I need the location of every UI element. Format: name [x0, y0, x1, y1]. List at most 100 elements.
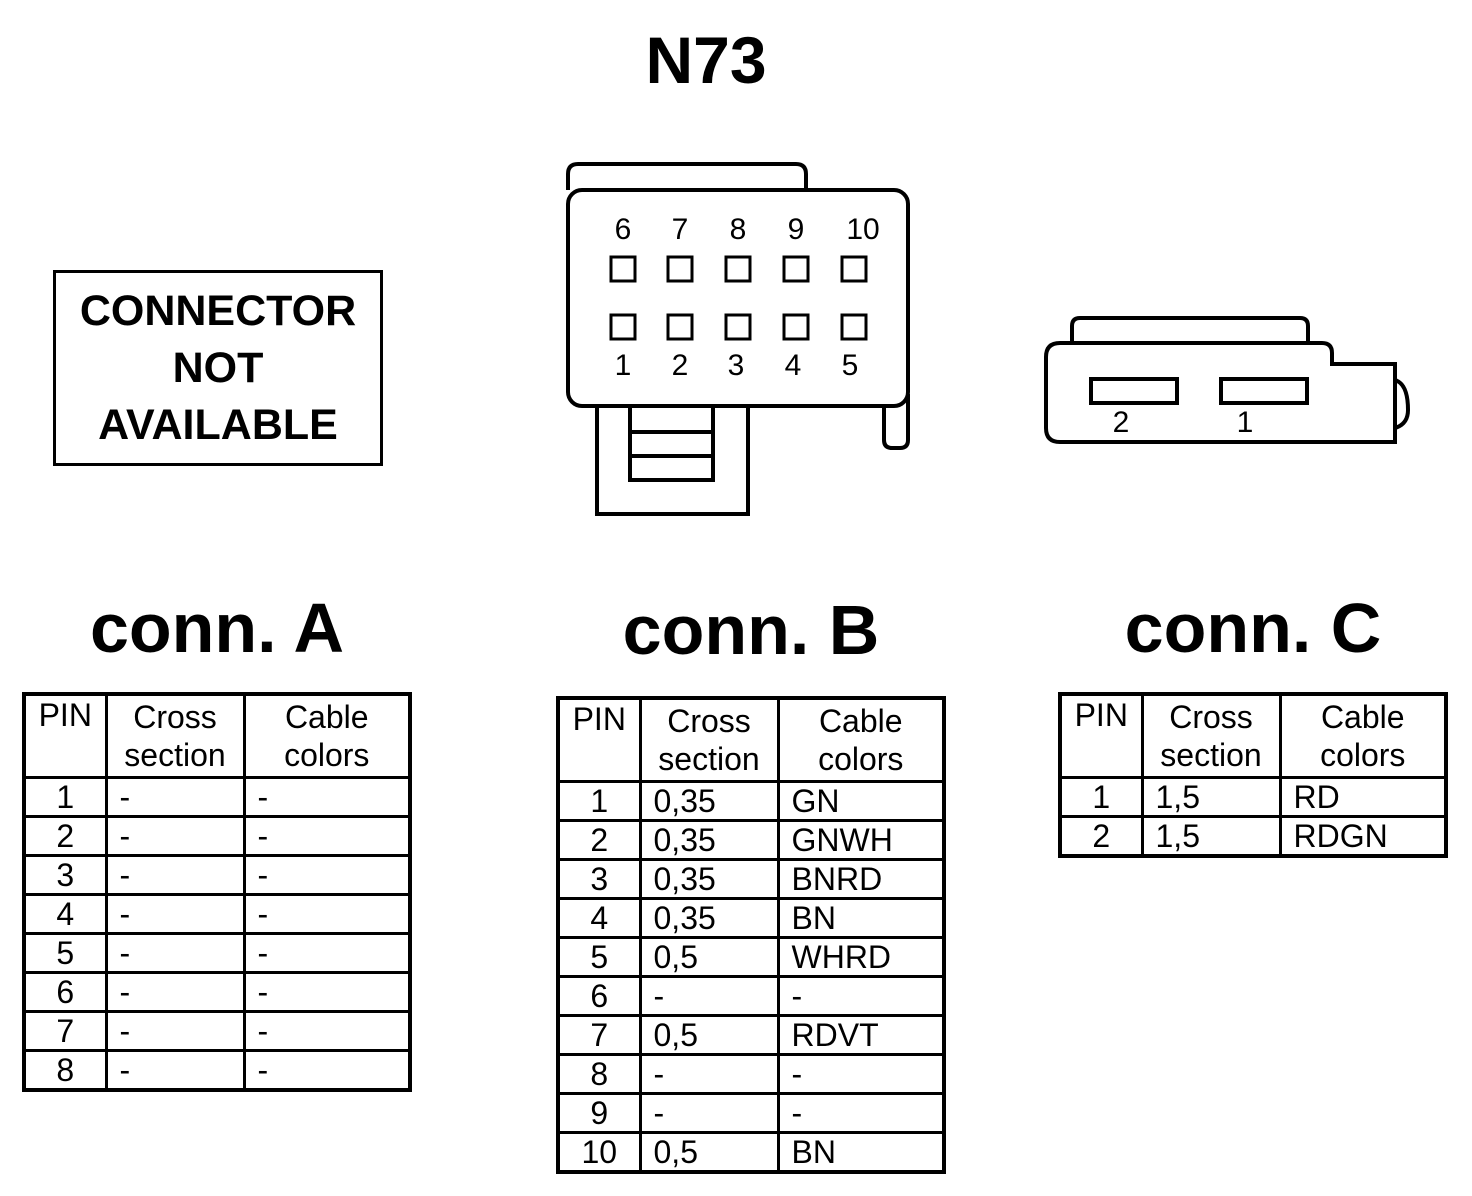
- connector-c-latch-top: [1070, 316, 1310, 343]
- cable-color-cell: -: [242, 893, 412, 935]
- cable-color-cell: -: [242, 815, 412, 857]
- pin-label-9: 9: [788, 213, 805, 246]
- header-cable-colors-line: Cable: [1320, 699, 1405, 735]
- cable-color-cell: -: [776, 1092, 946, 1134]
- cross-section-cell: -: [104, 893, 246, 935]
- pin-cell: 9: [556, 1092, 642, 1134]
- cavity-5: [840, 313, 868, 341]
- cable-color-cell: -: [776, 975, 946, 1017]
- pin-label-7: 7: [672, 213, 689, 246]
- pin-cell: 5: [22, 932, 108, 974]
- table-row: 3--: [22, 854, 412, 896]
- connector-c-side-bump: [1394, 378, 1411, 430]
- c-pin-label-2: 2: [1113, 406, 1130, 439]
- cavity-4: [782, 313, 810, 341]
- connector-c-pin-labels: 2 1: [1113, 406, 1254, 439]
- cable-color-cell: BN: [776, 1131, 946, 1174]
- header-cable-colors-line: colors: [818, 741, 904, 777]
- table-row: 8--: [556, 1053, 946, 1095]
- cable-color-cell: -: [242, 971, 412, 1013]
- header-pin: PIN: [1058, 692, 1144, 779]
- pin-cell: 1: [556, 780, 642, 822]
- conn-c-title: conn. C: [1124, 589, 1382, 667]
- connector-b-pin-labels: 6 7 8 9 10 1 2 3 4 5: [615, 213, 880, 382]
- pin-cell: 2: [556, 819, 642, 861]
- connector-b-cavities: [609, 255, 868, 341]
- na-line-3: AVAILABLE: [98, 400, 338, 449]
- pin-label-8: 8: [730, 213, 747, 246]
- na-line-2: NOT: [172, 343, 264, 392]
- c-pin-label-1: 1: [1237, 406, 1254, 439]
- cross-section-cell: 0,35: [638, 858, 780, 900]
- header-cross-section-line: section: [124, 737, 226, 773]
- header-pin-line: PIN: [1074, 697, 1128, 733]
- pin-cell: 6: [556, 975, 642, 1017]
- header-pin: PIN: [556, 696, 642, 783]
- pin-label-3: 3: [728, 349, 745, 382]
- cavity-10: [840, 255, 868, 283]
- header-cross-section-line: Cross: [1169, 699, 1253, 735]
- pin-cell: 3: [556, 858, 642, 900]
- pin-cell: 2: [22, 815, 108, 857]
- cable-color-cell: -: [776, 1053, 946, 1095]
- cross-section-cell: -: [638, 975, 780, 1017]
- pin-label-10: 10: [846, 213, 879, 246]
- cavity-7: [666, 255, 694, 283]
- header-cable-colors-line: Cable: [818, 703, 903, 739]
- cross-section-cell: 0,35: [638, 897, 780, 939]
- cross-section-cell: -: [104, 932, 246, 974]
- na-line-1: CONNECTOR: [79, 286, 357, 335]
- conn-b-title: conn. B: [622, 591, 880, 669]
- cross-section-cell: -: [638, 1053, 780, 1095]
- pin-cell: 3: [22, 854, 108, 896]
- cable-color-cell: -: [242, 1010, 412, 1052]
- pin-cell: 8: [22, 1049, 108, 1092]
- cable-color-cell: WHRD: [776, 936, 946, 978]
- table-row: 2--: [22, 815, 412, 857]
- pin-label-1: 1: [615, 349, 632, 382]
- header-cable-colors-line: Cable: [284, 699, 369, 735]
- connector-b-tab-right: [882, 394, 910, 450]
- cross-section-cell: -: [104, 815, 246, 857]
- header-pin-line: PIN: [38, 697, 92, 733]
- cross-section-cell: -: [104, 971, 246, 1013]
- header-cable-colors-line: colors: [284, 737, 370, 773]
- cross-section-cell: 0,35: [638, 819, 780, 861]
- header-pin-line: PIN: [572, 701, 626, 737]
- cable-color-cell: RDVT: [776, 1014, 946, 1056]
- table-row: 5--: [22, 932, 412, 974]
- connector-b-latch-top: [566, 162, 808, 190]
- cable-color-cell: -: [242, 1049, 412, 1092]
- pin-cell: 4: [22, 893, 108, 935]
- cross-section-cell: 0,5: [638, 936, 780, 978]
- cavity-8: [724, 255, 752, 283]
- cross-section-cell: -: [104, 854, 246, 896]
- cavity-2: [666, 313, 694, 341]
- pin-cell: 10: [556, 1131, 642, 1174]
- pin-cell: 8: [556, 1053, 642, 1095]
- cable-color-cell: BNRD: [776, 858, 946, 900]
- cross-section-cell: 0,35: [638, 780, 780, 822]
- cross-section-cell: 1,5: [1140, 776, 1282, 818]
- cable-color-cell: -: [242, 854, 412, 896]
- table-row: 1--: [22, 776, 412, 818]
- cavity-1: [609, 313, 637, 341]
